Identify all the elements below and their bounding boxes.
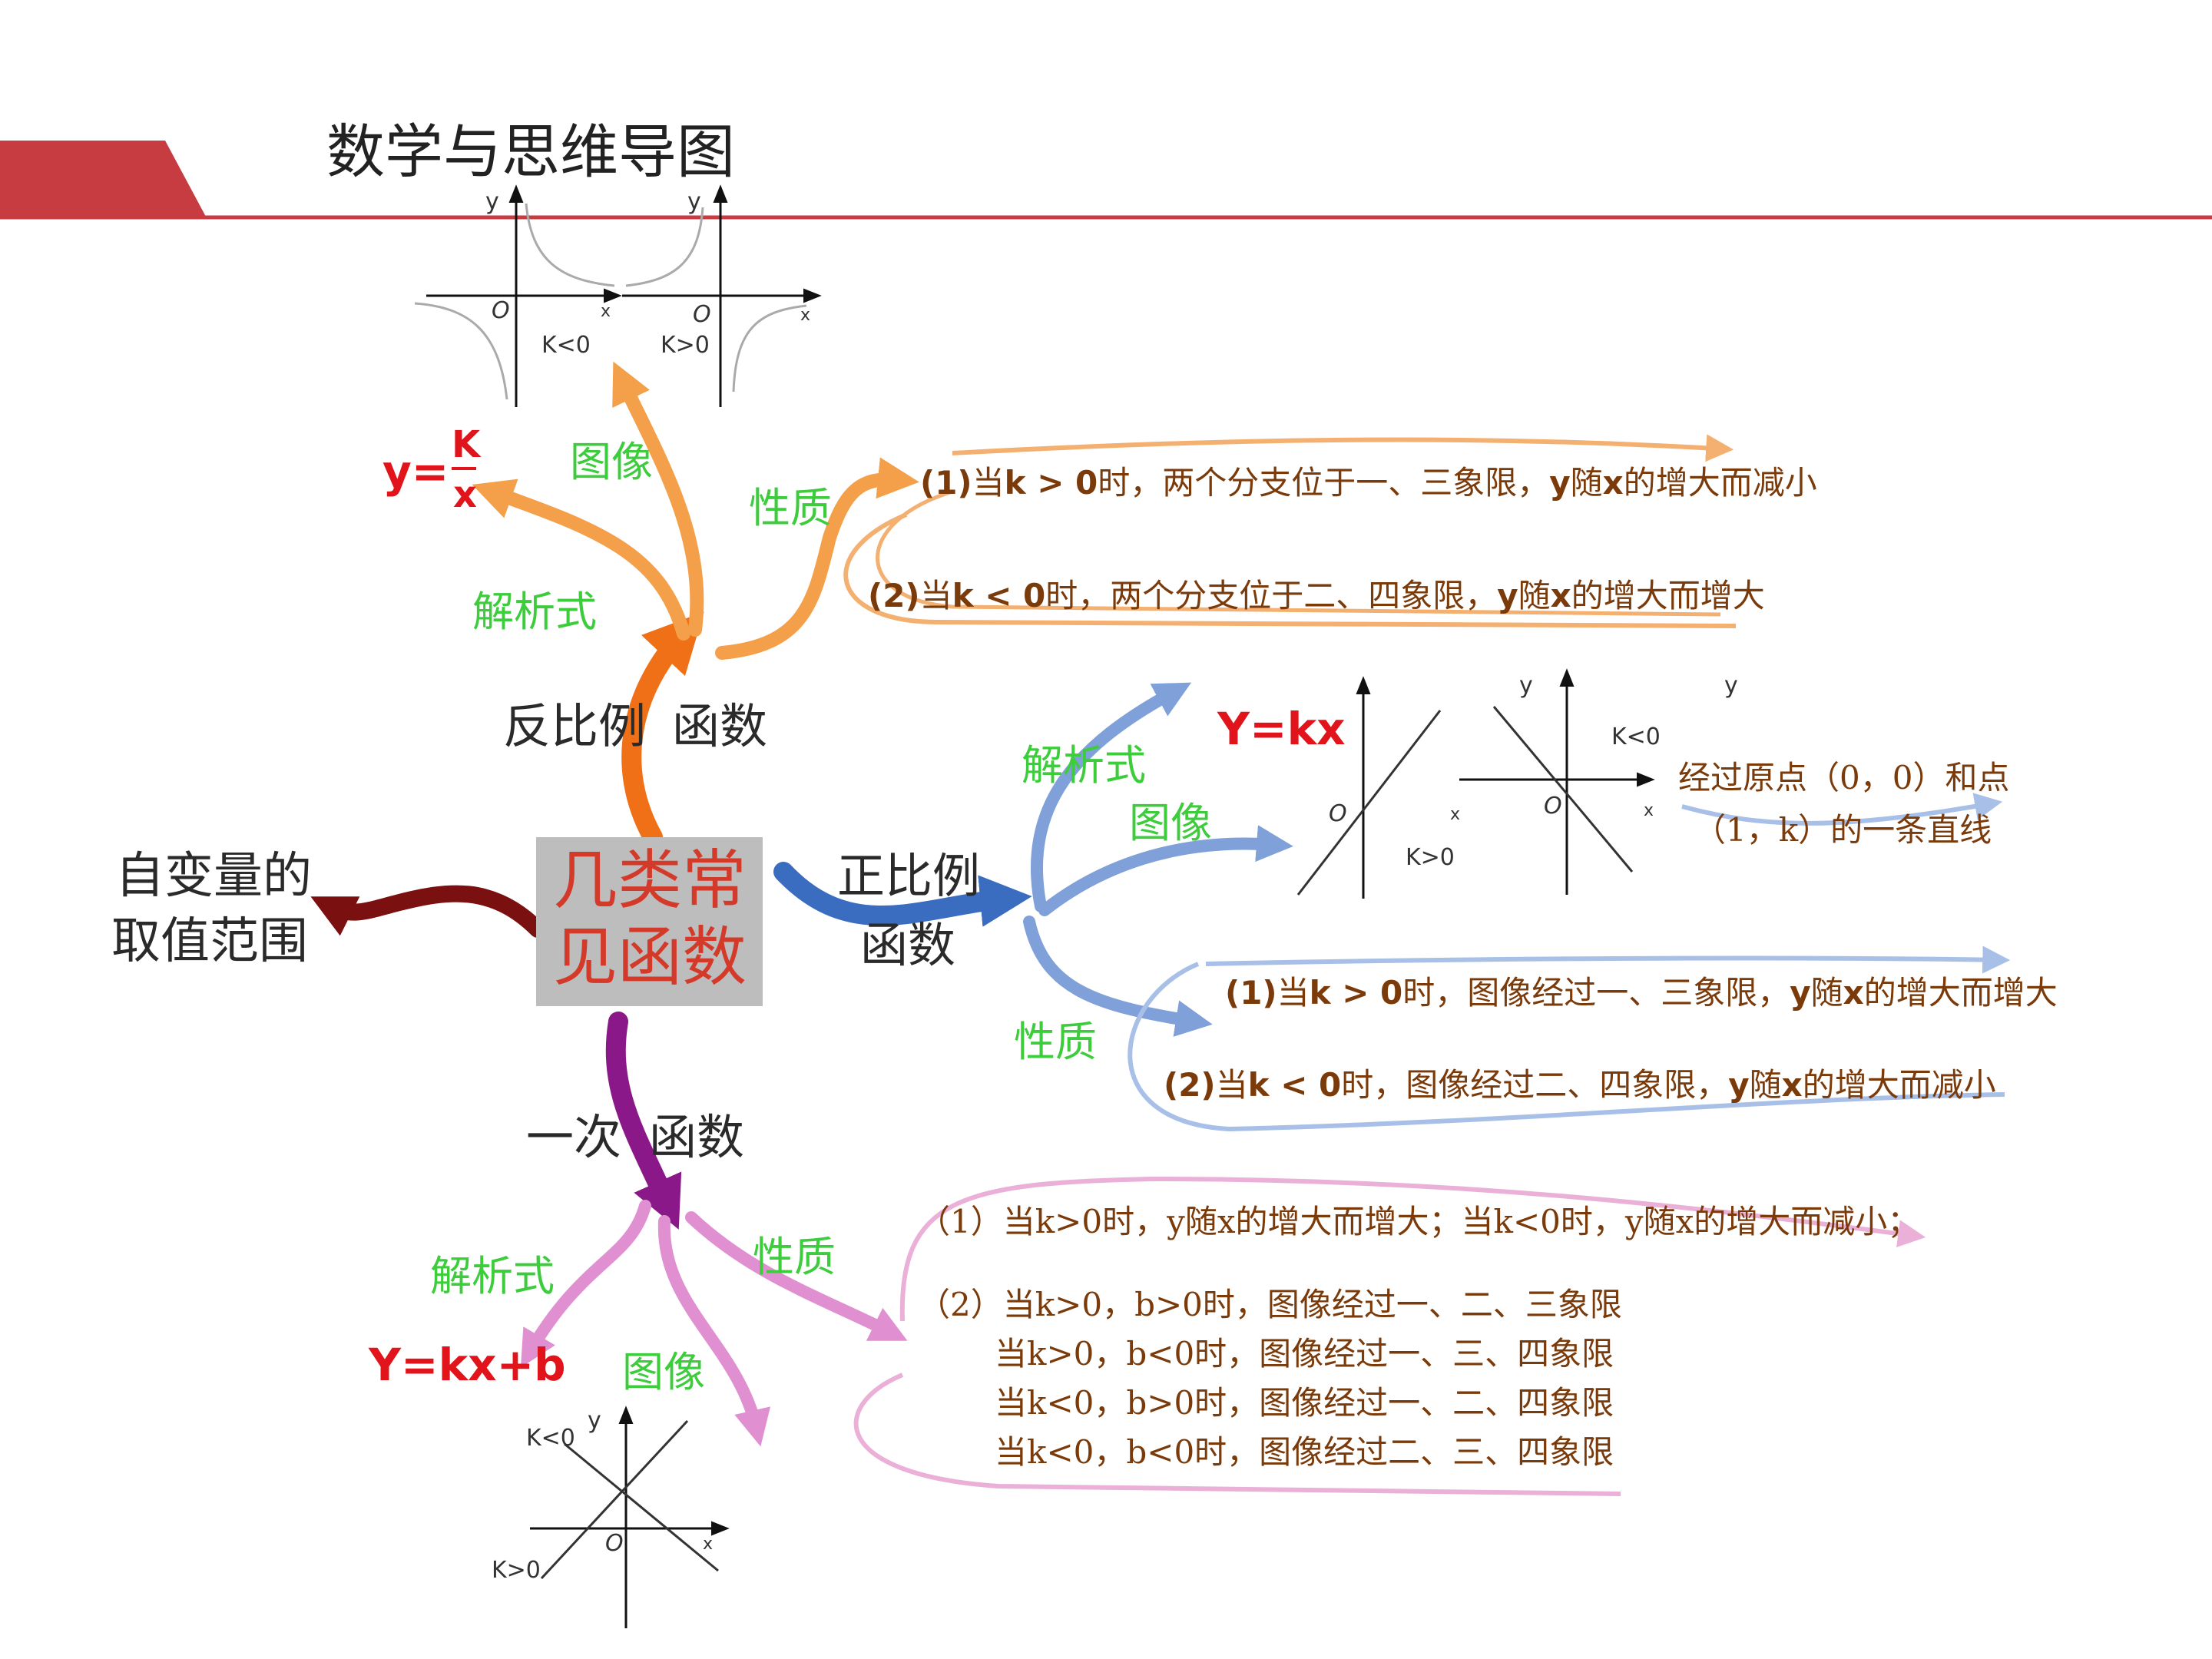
direct-graph-2-x-label: x: [1644, 801, 1654, 820]
inverse-graph-1-x-label: x: [601, 302, 611, 321]
direct-branch-name-b: 函数: [860, 917, 956, 973]
inverse-analytic-label: 解析式: [472, 588, 597, 636]
inverse-branch-name-b: 函数: [672, 698, 768, 754]
linear-image-arrow: [657, 1215, 771, 1447]
inverse-trunk-arrow: [621, 611, 704, 847]
inverse-property-arrow: [715, 457, 919, 660]
linear-graph-k-neg-label: K<0: [526, 1425, 575, 1452]
inverse-graph-1-k-label: K<0: [541, 332, 591, 359]
direct-property-arrow: [1023, 916, 1213, 1037]
domain-label-line-1: 自变量的: [115, 848, 312, 905]
inverse-graph-k-neg: [414, 184, 622, 407]
center-node-line-2: 见函数: [553, 919, 747, 995]
linear-formula: Y=kx+b: [369, 1339, 566, 1391]
linear-trunk-arrow: [605, 1012, 682, 1230]
inverse-graph-1-origin: O: [492, 297, 510, 324]
linear-graph-y-label: y: [588, 1407, 601, 1434]
inverse-formula-numerator: K: [452, 423, 481, 466]
linear-analytic-arrow: [520, 1200, 651, 1368]
center-node: 几类常 见函数: [536, 837, 763, 1006]
linear-property-2d: 当k<0，b<0时，图像经过二、三、四象限: [995, 1433, 1614, 1471]
inverse-graph-k-pos: [622, 184, 822, 407]
direct-trunk-arrow: [773, 862, 1032, 927]
direct-graph-1-origin: O: [1329, 800, 1347, 827]
inverse-property-loop-lower: [876, 489, 1721, 617]
linear-branch-name-a: 一次: [526, 1109, 622, 1165]
direct-branch-name-a: 正比例: [837, 848, 981, 904]
inverse-graph-2-origin: O: [693, 301, 711, 328]
linear-property-1: （1）当k>0时，y随x的增大而增大；当k<0时，y随x的增大而减小；: [918, 1203, 1920, 1240]
domain-arrow: [310, 885, 546, 938]
inverse-formula-fraction-bar: [452, 467, 476, 470]
inverse-property-2: (2)当k < 0时，两个分支位于二、四象限，y随x的增大而增大: [868, 577, 1765, 614]
linear-graph-x-label: x: [703, 1535, 714, 1554]
domain-label-line-2: 取值范围: [111, 913, 308, 970]
inverse-branch-name-a: 反比例: [503, 698, 647, 754]
inverse-property-label: 性质: [749, 484, 832, 532]
direct-analytic-label: 解析式: [1022, 741, 1146, 790]
direct-graph-1-k-label: K>0: [1406, 844, 1455, 871]
direct-graph-2-y-label: y: [1519, 672, 1533, 699]
linear-graph: [530, 1406, 730, 1628]
inverse-image-label: 图像: [570, 438, 653, 486]
linear-property-2c: 当k<0，b>0时，图像经过一、二、四象限: [995, 1384, 1614, 1422]
linear-graph-k-pos-label: K>0: [492, 1557, 541, 1584]
inverse-graph-2-k-label: K>0: [661, 332, 710, 359]
direct-graph-k-pos: [1296, 676, 1442, 899]
inverse-graph-2-x-label: x: [800, 306, 811, 325]
linear-property-2a: （2）当k>0，b>0时，图像经过一、二、三象限: [918, 1286, 1622, 1323]
direct-property-2: (2)当k < 0时，图像经过二、四象限，y随x的增大而减小: [1164, 1066, 1996, 1104]
inverse-property-loop: [843, 440, 1736, 628]
direct-image-arrow: [1038, 825, 1293, 916]
linear-graph-origin: O: [605, 1530, 624, 1557]
direct-line-note-1: 经过原点（0，0）和点: [1678, 759, 2010, 796]
linear-analytic-label: 解析式: [430, 1252, 555, 1300]
linear-property-loop: [853, 1176, 1920, 1496]
inverse-analytic-arrow: [472, 478, 690, 641]
direct-graph-2-origin: O: [1544, 793, 1562, 820]
direct-analytic-arrow: [1031, 682, 1192, 912]
center-node-line-1: 几类常: [553, 843, 747, 918]
linear-branch-name-b: 函数: [649, 1109, 745, 1165]
linear-image-label: 图像: [622, 1348, 705, 1396]
inverse-image-arrow: [612, 361, 704, 637]
direct-graph-3-y-label: y: [1724, 672, 1738, 699]
inverse-formula-denominator: x: [453, 473, 477, 516]
linear-property-arrow: [685, 1211, 908, 1341]
direct-property-label: 性质: [1014, 1018, 1097, 1066]
inverse-graph-1-y-label: y: [485, 188, 499, 215]
inverse-formula-lhs: y=: [382, 445, 449, 498]
direct-graph-k-neg: [1459, 668, 1655, 895]
direct-formula: Y=kx: [1217, 703, 1346, 755]
linear-property-2b: 当k>0，b<0时，图像经过一、三、四象限: [995, 1335, 1614, 1373]
direct-line-note-2: （1，k）的一条直线: [1694, 811, 1992, 849]
direct-graph-2-k-label: K<0: [1611, 724, 1661, 750]
direct-property-1: (1)当k > 0时，图像经过一、三象限，y随x的增大而增大: [1225, 974, 2058, 1012]
page-title: 数学与思维导图: [326, 118, 735, 186]
inverse-graph-2-y-label: y: [687, 188, 701, 215]
linear-property-label: 性质: [753, 1233, 836, 1281]
header-banner: [0, 141, 206, 217]
direct-note-arrow: [1681, 793, 2003, 826]
direct-image-label: 图像: [1129, 799, 1212, 847]
direct-property-loop: [1128, 959, 2005, 1132]
direct-graph-1-x-label: x: [1450, 805, 1461, 824]
inverse-property-1: (1)当k > 0时，两个分支位于一、三象限，y随x的增大而减小: [920, 464, 1817, 502]
